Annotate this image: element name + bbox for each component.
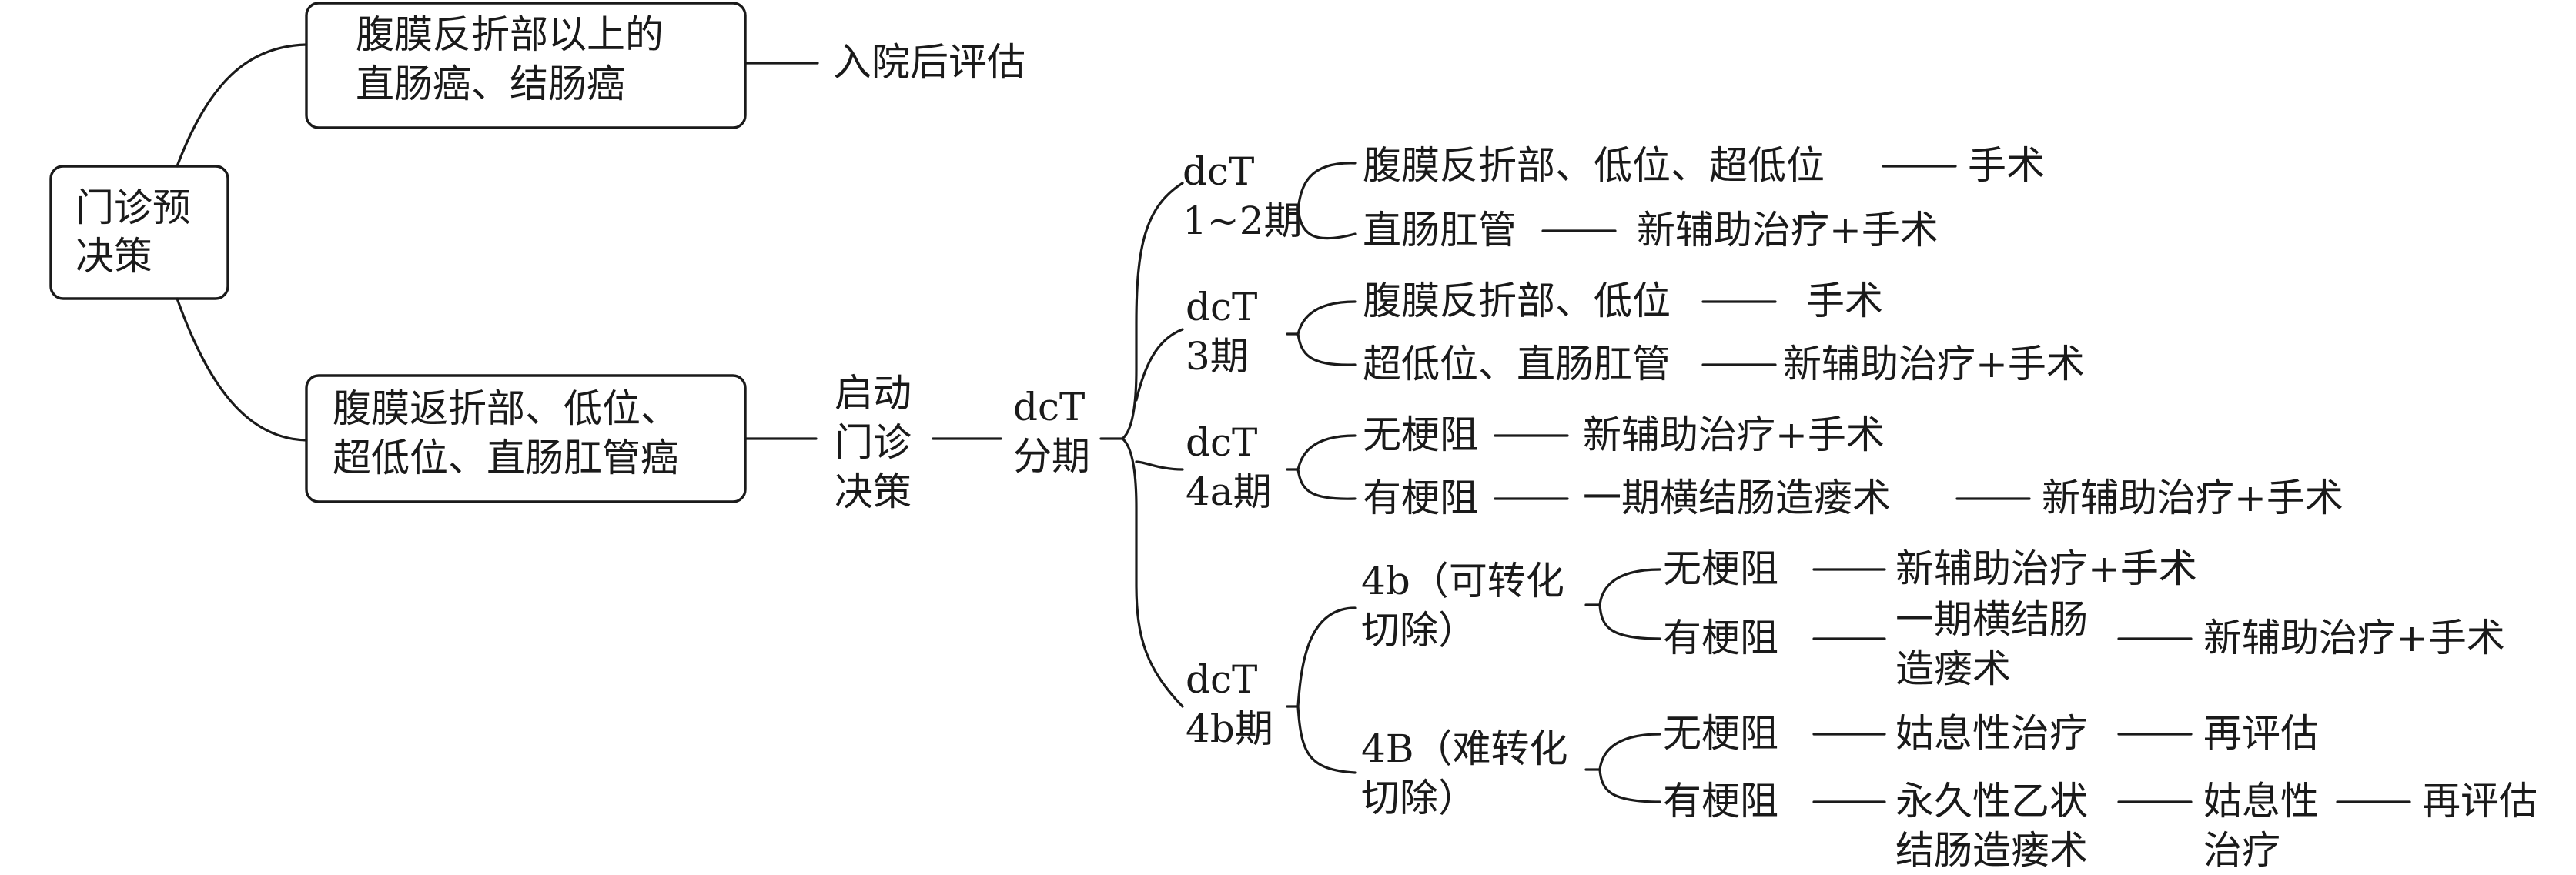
t3-label-line1: dcT: [1186, 285, 1257, 329]
t4b-c-obstruction-step-line1: 一期横结肠: [1895, 597, 2088, 642]
t4a-label-line2: 4a期: [1186, 469, 1272, 514]
t4b-d-no-obstruction-result: 再评估: [2203, 711, 2319, 756]
dct-staging-line2: 分期: [1013, 434, 1090, 479]
t4a-row2-result: 新辅助治疗+手术: [2042, 476, 2343, 520]
brace-t4b: [1296, 606, 1357, 774]
connector-root-lower: [176, 297, 308, 442]
t4b-d-obstruction-step-line1: 永久性乙状: [1895, 779, 2088, 823]
root-label-line2: 决策: [75, 234, 152, 279]
t12-label-line2: 1~2期: [1183, 199, 1303, 243]
t12-row1-result: 手术: [1968, 143, 2045, 188]
upper-box: [305, 2, 747, 129]
t3-row2-location: 超低位、直肠肛管: [1363, 342, 1671, 386]
t4b-c-no-obstruction: 无梗阻: [1663, 546, 1778, 591]
t4b-d-obstruction-step-line2: 结肠造瘘术: [1895, 828, 2088, 873]
upper-box-line2: 直肠癌、结肠癌: [356, 62, 625, 106]
t12-row1-location: 腹膜反折部、低位、超低位: [1363, 143, 1825, 188]
t4a-row1-result: 新辅助治疗+手术: [1583, 412, 1885, 457]
t4b-convertible-label-line2: 切除）: [1361, 608, 1477, 653]
t4b-difficult-label-line1: 4B（难转化: [1361, 726, 1568, 771]
start-decision-line3: 决策: [835, 469, 912, 514]
t3-label-line2: 3期: [1186, 334, 1249, 379]
t12-row2-result: 新辅助治疗+手术: [1637, 208, 1939, 252]
t4b-c-obstruction-result: 新辅助治疗+手术: [2203, 616, 2505, 660]
t3-row1-result: 手术: [1806, 279, 1883, 323]
t4b-c-no-obstruction-result: 新辅助治疗+手术: [1895, 546, 2197, 591]
dct-staging-line1: dcT: [1013, 385, 1085, 429]
t4b-label-line2: 4b期: [1186, 706, 1273, 751]
t4b-label-line1: dcT: [1186, 657, 1257, 702]
t4a-row2-step: 一期横结肠造瘘术: [1583, 476, 1891, 520]
t3-row1-location: 腹膜反折部、低位: [1363, 279, 1671, 323]
t4b-convertible-label-line1: 4b（可转化: [1361, 559, 1564, 603]
brace-4b-difficult: [1598, 733, 1661, 803]
upper-outcome: 入院后评估: [833, 40, 1025, 85]
t4b-d-obstruction-step2-line1: 姑息性: [2203, 779, 2319, 823]
t12-row2-location: 直肠肛管: [1363, 208, 1517, 252]
brace-staging-t4a: [1135, 460, 1184, 471]
t4a-row1-condition: 无梗阻: [1363, 412, 1478, 457]
brace-4b-convertible: [1598, 568, 1661, 640]
brace-t3: [1296, 300, 1357, 366]
t4b-d-obstruction-step2-line2: 治疗: [2203, 828, 2280, 873]
t4b-difficult-label-line2: 切除）: [1361, 776, 1477, 820]
t4b-c-obstruction: 有梗阻: [1663, 616, 1778, 660]
t4b-d-no-obstruction: 无梗阻: [1663, 711, 1778, 756]
start-decision-line1: 启动: [835, 371, 912, 416]
root-box: [49, 165, 229, 300]
brace-t12: [1296, 162, 1357, 240]
root-label-line1: 门诊预: [75, 185, 191, 230]
t4b-c-obstruction-step-line2: 造瘘术: [1895, 646, 2011, 691]
brace-staging-t3: [1135, 328, 1184, 402]
t4b-d-no-obstruction-step: 姑息性治疗: [1895, 711, 2088, 756]
connector-root-upper: [176, 43, 308, 168]
t3-row2-result: 新辅助治疗+手术: [1783, 342, 2085, 386]
t4b-d-obstruction: 有梗阻: [1663, 779, 1778, 823]
t4b-d-obstruction-result: 再评估: [2422, 779, 2538, 823]
t12-label-line1: dcT: [1183, 149, 1254, 194]
brace-t4a: [1296, 434, 1357, 500]
t4a-row2-condition: 有梗阻: [1363, 476, 1478, 520]
start-decision-line2: 门诊: [835, 420, 912, 465]
brace-staging: [1121, 182, 1184, 708]
lower-box-line2: 超低位、直肠肛管癌: [333, 436, 679, 480]
upper-box-line1: 腹膜反折部以上的: [356, 12, 664, 57]
t4a-label-line1: dcT: [1186, 420, 1257, 465]
lower-box-line1: 腹膜返折部、低位、: [333, 386, 679, 431]
